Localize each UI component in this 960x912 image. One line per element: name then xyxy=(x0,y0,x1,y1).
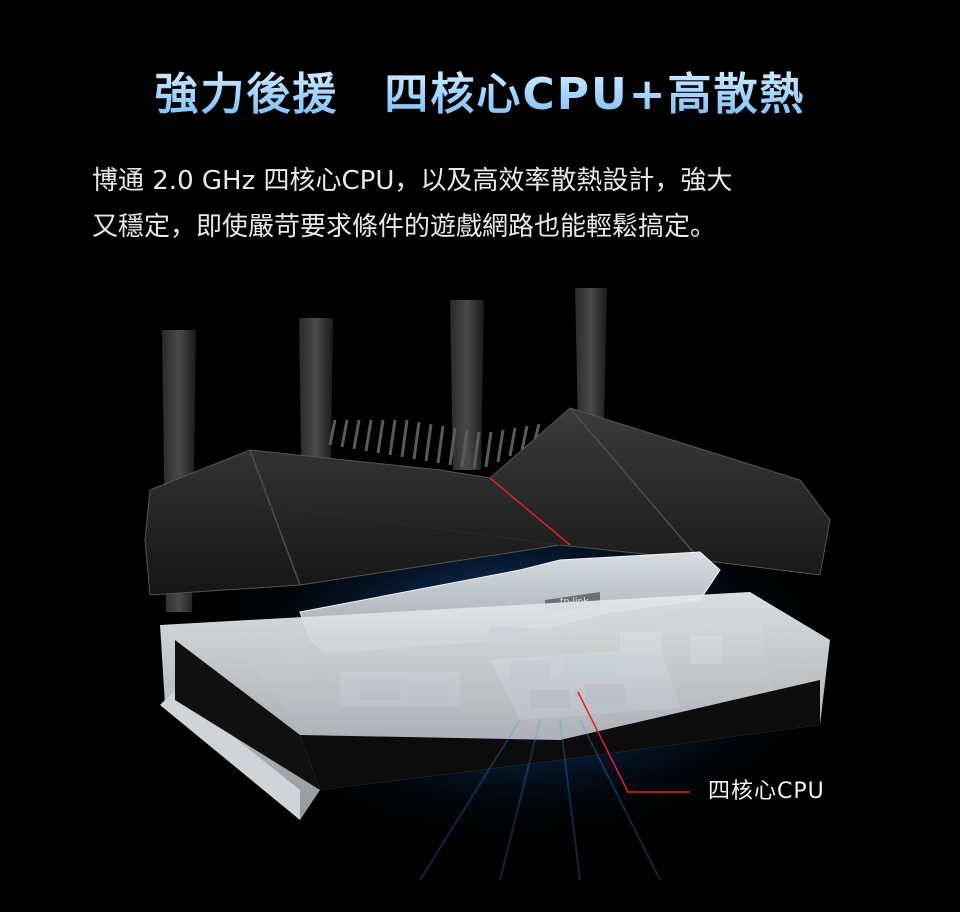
cpu-callout-line xyxy=(577,691,690,793)
router-exploded-view: tp-link xyxy=(144,288,850,881)
top-shell xyxy=(144,407,831,596)
description-line-1: 博通 2.0 GHz 四核心CPU，以及高效率散熱設計，強大 xyxy=(92,166,733,196)
light-rays xyxy=(419,719,661,881)
bottom-tray xyxy=(160,592,830,820)
heatsink-fins xyxy=(328,419,541,470)
cpu-callout-label: 四核心CPU xyxy=(708,779,825,804)
description-line-2: 又穩定，即使嚴苛要求條件的遊戲網路也能輕鬆搞定。 xyxy=(92,212,717,242)
antenna-3 xyxy=(450,300,484,470)
headline: 強力後援 四核心CPU+高散熱 xyxy=(0,58,960,122)
feature-description: 博通 2.0 GHz 四核心CPU，以及高效率散熱設計，強大 又穩定，即使嚴苛要… xyxy=(92,158,882,250)
antenna-4 xyxy=(575,288,607,430)
